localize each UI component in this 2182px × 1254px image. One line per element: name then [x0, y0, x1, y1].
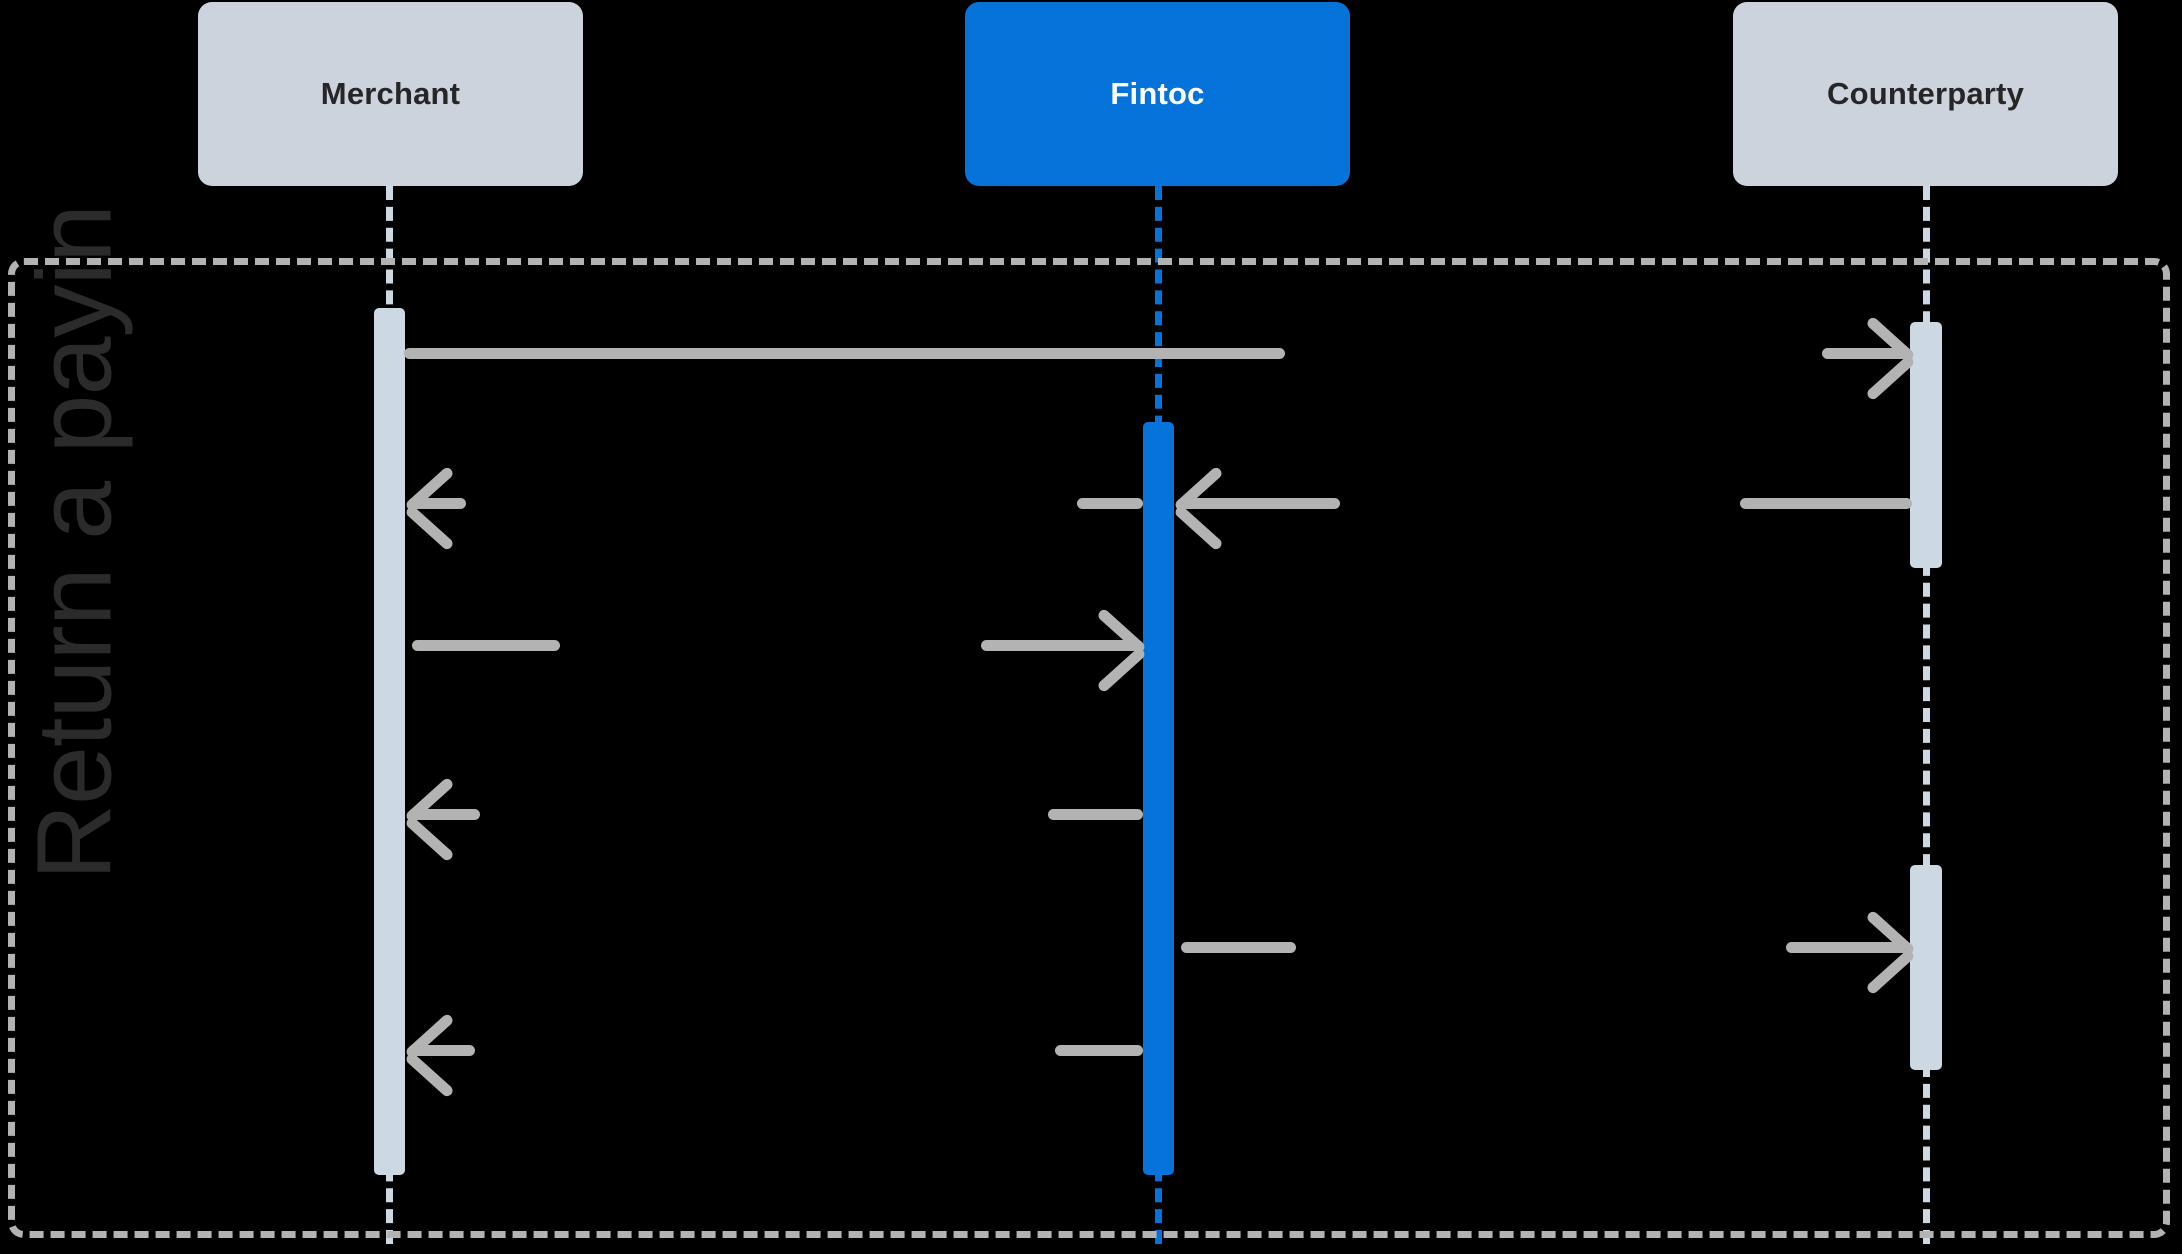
message-stub-8[interactable] [1055, 1045, 1143, 1056]
participant-box-counterparty[interactable]: Counterparty [1733, 2, 2118, 186]
participant-label-counterparty: Counterparty [1826, 76, 2025, 111]
message-line-1[interactable] [404, 348, 1285, 359]
message-line-2[interactable] [1822, 348, 1912, 359]
fragment-frame [8, 258, 2170, 1238]
message-line-3b[interactable] [1177, 498, 1340, 509]
participant-label-merchant: Merchant [320, 76, 461, 111]
message-line-5[interactable] [412, 640, 560, 651]
activation-bar-counterparty-1 [1910, 322, 1942, 568]
participant-label-fintoc: Fintoc [1110, 76, 1205, 111]
message-stub-7[interactable] [1181, 942, 1296, 953]
message-stub-6[interactable] [1048, 809, 1143, 820]
message-line-6[interactable] [408, 809, 480, 820]
fragment-label: Return a payin [15, 205, 134, 881]
message-line-5b[interactable] [981, 640, 1143, 651]
lifeline-counterparty [1923, 186, 1937, 1244]
activation-bar-fintoc [1143, 422, 1174, 1175]
message-line-4[interactable] [408, 498, 466, 509]
participant-box-fintoc[interactable]: Fintoc [965, 2, 1350, 186]
activation-bar-counterparty-2 [1910, 865, 1942, 1070]
participant-box-merchant[interactable]: Merchant [198, 2, 583, 186]
activation-bar-merchant [374, 308, 405, 1175]
message-line-3[interactable] [1740, 498, 1912, 509]
message-line-8[interactable] [408, 1045, 475, 1056]
message-line-7[interactable] [1786, 942, 1912, 953]
message-stub-3[interactable] [1077, 498, 1143, 509]
